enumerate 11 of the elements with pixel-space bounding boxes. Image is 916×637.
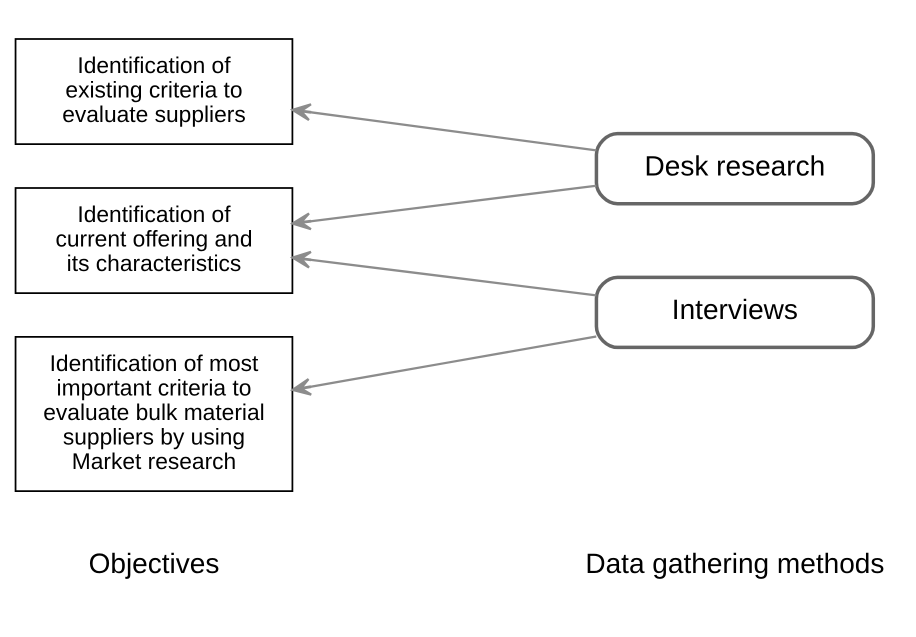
label: Objectives (88, 548, 220, 580)
node-box: Identification of existing criteria to evaluate suppliers (14, 38, 294, 146)
arrow (291, 335, 596, 396)
arrow (291, 103, 596, 152)
arrow (291, 250, 596, 296)
label: Data gathering methods (585, 548, 884, 580)
node-box: Interviews (594, 276, 876, 350)
node-box: Desk research (594, 132, 876, 206)
arrow (291, 184, 596, 230)
node-box: Identification of most important criteria to evaluate bulk material suppliers by using Market research (14, 336, 294, 492)
node-box: Identification of current offering and its characteristics (14, 187, 294, 294)
